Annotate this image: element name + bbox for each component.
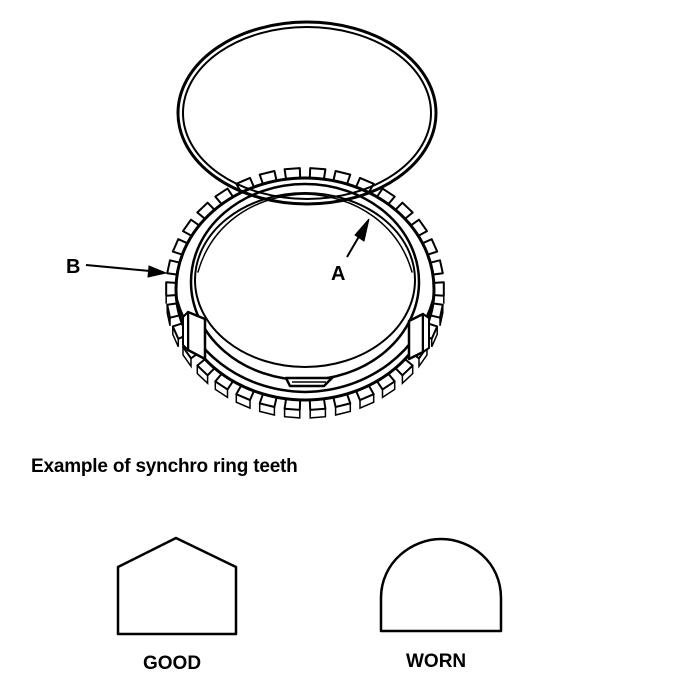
ring-tooth-lower-face	[283, 408, 301, 419]
ring-tooth-lower-face	[258, 403, 276, 416]
ring-tooth-lower-face	[235, 394, 251, 410]
synchro-ring-left-lug	[186, 310, 207, 361]
arrowhead-b	[147, 265, 168, 278]
callout-label-b: B	[66, 256, 81, 278]
callout-leaders	[85, 218, 370, 278]
synchro-ring-right-lug	[407, 312, 425, 361]
synchro-ring-right-lug-face	[422, 313, 430, 353]
snap-ring-inner	[182, 26, 432, 200]
ring-tooth-lower-face	[214, 381, 229, 399]
worn-tooth-shape	[379, 537, 503, 633]
good-tooth-shape	[116, 536, 238, 636]
snap-ring-outer	[176, 20, 438, 206]
ring-tooth-lower-face	[182, 346, 192, 369]
ring-tooth-lower-face	[166, 304, 171, 326]
synchro-ring-left-lug-face	[182, 311, 189, 351]
ring-tooth-lower-face	[381, 381, 396, 399]
synchro-ring-inner-shadow	[197, 193, 413, 273]
synchro-teeth-heading: Example of synchro ring teeth	[31, 456, 298, 477]
arrowhead-a	[354, 218, 370, 242]
good-tooth-label: GOOD	[143, 653, 202, 674]
ring-tooth-lower-face	[196, 365, 209, 386]
ring-tooth-lower-face	[172, 326, 180, 348]
synchro-ring-lugs	[182, 310, 430, 388]
synchro-ring	[174, 176, 436, 402]
ring-tooth-lower-face	[359, 394, 375, 410]
callout-label-a: A	[331, 263, 346, 285]
ring-tooth-lower-face	[334, 403, 352, 416]
ring-tooth-lower-face	[418, 346, 428, 369]
ring-tooth-lower-face	[430, 326, 438, 348]
worn-tooth-label: WORN	[406, 651, 467, 672]
leader-line-b	[85, 264, 151, 272]
ring-tooth-lower-face	[439, 304, 444, 326]
ring-tooth-lower-face	[309, 408, 327, 419]
ring-tooth-lower-face	[401, 365, 414, 386]
synchro-ring-bore	[194, 192, 416, 368]
